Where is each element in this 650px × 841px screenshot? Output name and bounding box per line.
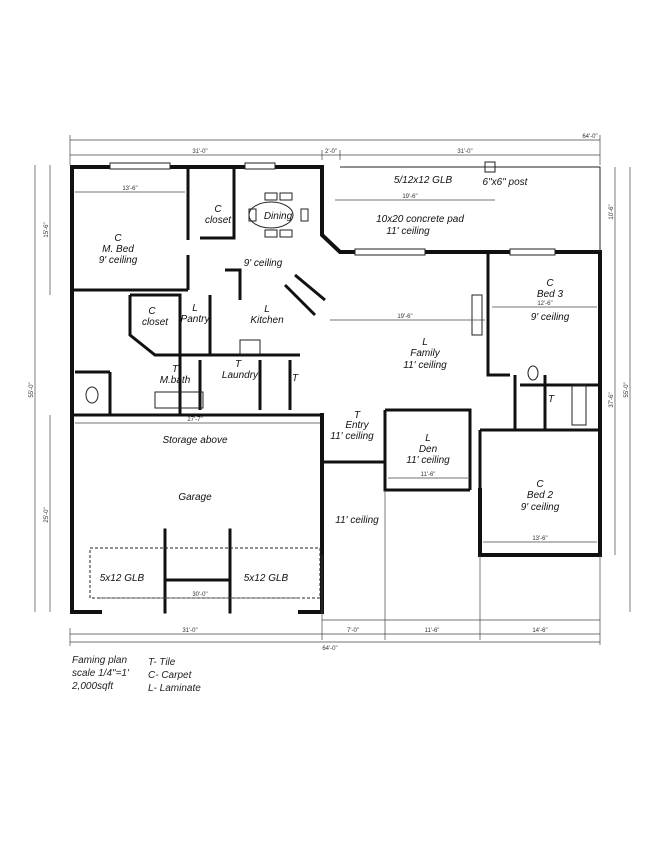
porch-ceiling: 11' ceiling [335, 515, 379, 526]
closet1-name: closet [205, 215, 232, 226]
toilet-icon [527, 365, 539, 381]
garage-name: Garage [178, 492, 212, 503]
patio-post: 6"x6" post [483, 177, 529, 188]
interior-dimensions: 13'-6" 27'-7" 30'-0" 19'-6" 12'-6" 13'-6… [75, 186, 597, 599]
den-ceiling: 11' ceiling [406, 455, 450, 466]
family-floor: L [422, 337, 428, 348]
dim-left-total: 55'-0" [29, 382, 35, 397]
toilet-icon [85, 386, 99, 404]
top-dimensions: 64'-0" 31'-0" 2'-0" 31'-0" [69, 134, 601, 165]
garage-beam-left: 5x12 GLB [100, 573, 145, 584]
dim-bed2: 13'-6" [532, 536, 547, 542]
dim-mbed: 13'-6" [122, 186, 137, 192]
legend-carpet: C- Carpet [148, 670, 193, 681]
post-icon [484, 161, 496, 173]
dim-bottom-c: 11'-6" [425, 628, 440, 634]
mbed-ceiling: 9' ceiling [99, 255, 138, 266]
legend-scale: scale 1/4"=1' [72, 668, 130, 679]
bed2-ceiling: 9' ceiling [521, 502, 560, 513]
dim-right-total: 55'-0" [624, 382, 630, 397]
bed2-name: Bed 2 [527, 490, 554, 501]
fixtures [85, 294, 587, 599]
stove-icon [239, 339, 261, 355]
dim-right-mid: 37'-6" [609, 392, 615, 407]
fireplace-icon [471, 294, 483, 336]
shower-icon [571, 384, 587, 426]
bathtub-icon [154, 391, 204, 409]
hallbath-floor: T [292, 373, 299, 384]
legend-laminate: L- Laminate [148, 683, 201, 694]
family-name: Family [410, 348, 440, 359]
dim-garage: 27'-7" [187, 417, 202, 423]
bed3-ceiling: 9' ceiling [531, 312, 570, 323]
laundry-name: Laundry [222, 370, 259, 381]
dim-bottom-total: 64'-0" [322, 646, 337, 652]
kitchen-floor: L [264, 304, 270, 315]
dim-bed3: 12'-6" [537, 301, 552, 307]
dim-left-lower: 25'-0" [44, 507, 50, 522]
pantry-floor: L [192, 303, 198, 314]
den-name: Den [419, 444, 438, 455]
entry-floor: T [354, 410, 361, 421]
dim-patio: 19'-6" [402, 194, 417, 200]
closet2-floor: C [148, 306, 156, 317]
closet1-floor: C [214, 204, 222, 215]
bed2-floor: C [536, 479, 544, 490]
entry-ceiling: 11' ceiling [330, 431, 374, 442]
bed3-name: Bed 3 [537, 289, 564, 300]
dim-right-upper: 10'-6" [609, 204, 615, 219]
kitchen-area-ceiling: 9' ceiling [244, 258, 283, 269]
room-labels: C M. Bed 9' ceiling C closet Dining 9' c… [99, 175, 570, 584]
patio-ceiling: 11' ceiling [386, 226, 430, 237]
legend-title: Faming plan [72, 655, 127, 666]
pantry-name: Pantry [181, 314, 211, 325]
exterior-walls [70, 162, 602, 614]
dim-bottom-b: 7'-0" [347, 628, 359, 634]
patio: 19'-6" [335, 161, 601, 252]
mbath-name: M.bath [160, 375, 191, 386]
laundry-floor: T [235, 359, 242, 370]
dim-top-left: 31'-0" [192, 149, 207, 155]
bath2-floor: T [548, 394, 555, 405]
dim-den: 11'-6" [421, 472, 436, 478]
closet2-name: closet [142, 317, 169, 328]
family-ceiling: 11' ceiling [403, 360, 447, 371]
den-floor: L [425, 433, 431, 444]
side-dimensions: 55'-0" 15'-6" 25'-0" 10'-6" 37'-6" 55'-0… [29, 165, 631, 612]
legend: Faming plan scale 1/4"=1' 2,000sqft T- T… [71, 655, 201, 694]
garage-storage: Storage above [162, 435, 227, 446]
legend-tile: T- Tile [148, 657, 176, 668]
dining-table [248, 192, 309, 238]
mbath-floor: T [172, 364, 179, 375]
bottom-dimensions: 31'-0" 7'-0" 11'-6" 14'-6" 64'-0" [69, 490, 601, 652]
dim-bottom-d: 14'-6" [532, 628, 547, 634]
garage-beam-right: 5x12 GLB [244, 573, 289, 584]
dim-family: 19'-6" [397, 314, 412, 320]
mbed-floor: C [114, 233, 122, 244]
dining-label: Dining [264, 211, 293, 222]
dim-top-total: 64'-0" [582, 134, 597, 140]
mbed-name: M. Bed [102, 244, 134, 255]
dim-garage-door: 30'-0" [192, 592, 207, 598]
dim-left-upper: 15'-6" [44, 222, 50, 237]
entry-name: Entry [345, 420, 369, 431]
legend-area: 2,000sqft [71, 681, 114, 692]
interior-walls [72, 167, 600, 492]
patio-beam: 5/12x12 GLB [394, 175, 453, 186]
dim-top-mid: 2'-0" [325, 149, 337, 155]
dim-top-right: 31'-0" [457, 149, 472, 155]
dim-bottom-left: 31'-0" [182, 628, 197, 634]
patio-pad: 10x20 concrete pad [376, 214, 464, 225]
bed3-floor: C [546, 278, 554, 289]
kitchen-name: Kitchen [250, 315, 284, 326]
